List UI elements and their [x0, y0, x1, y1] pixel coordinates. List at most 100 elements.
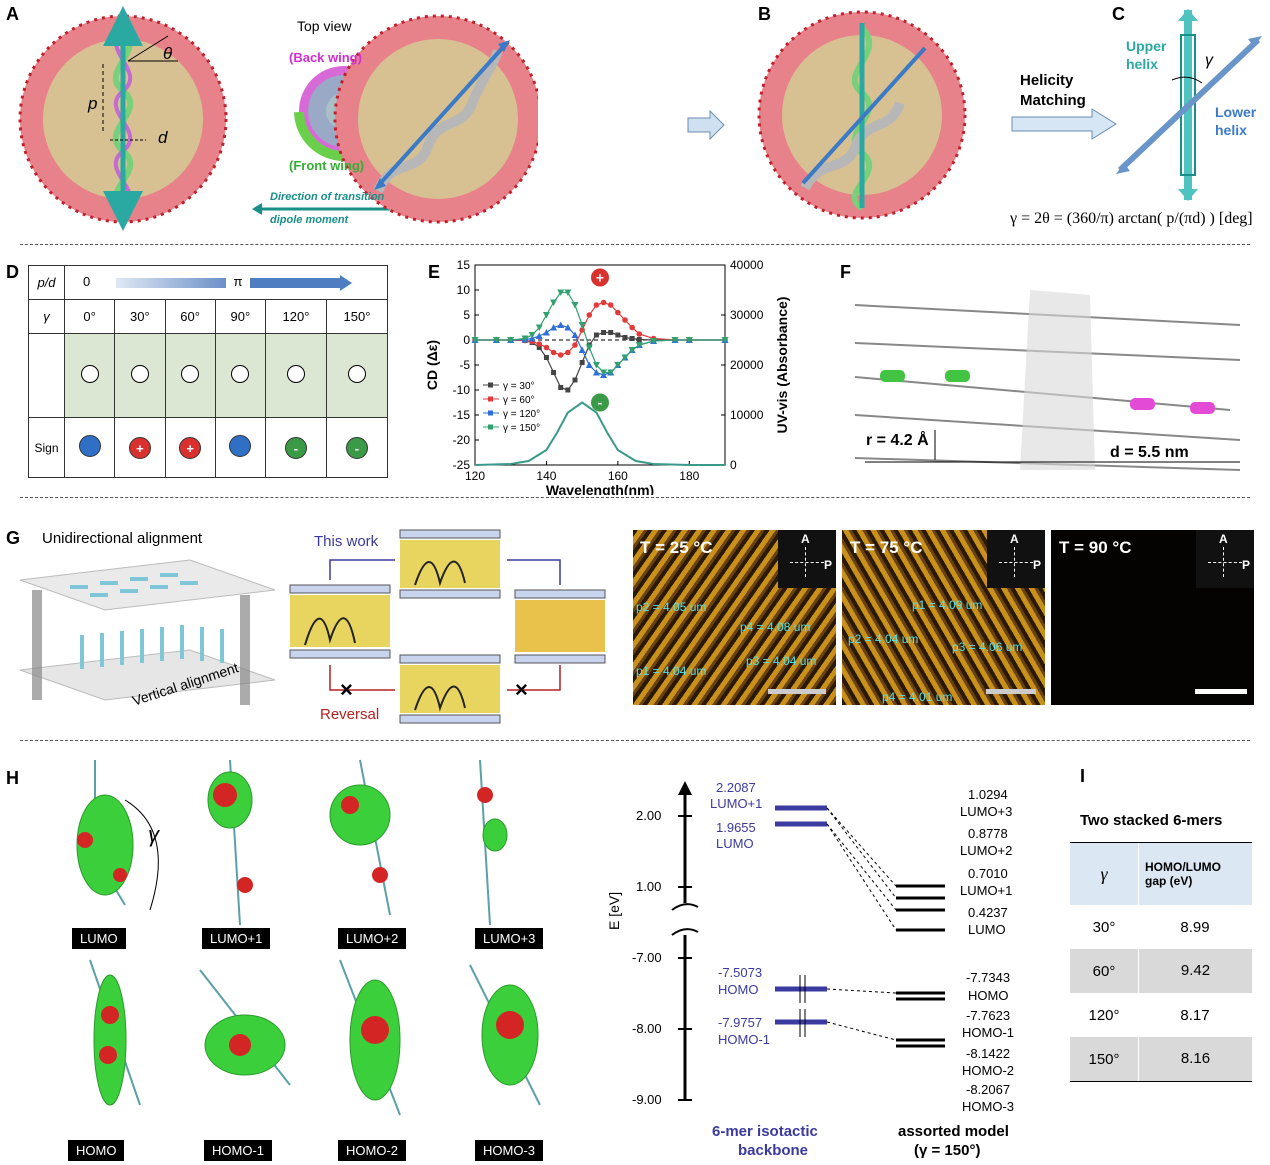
data-point — [607, 369, 615, 376]
data-point — [721, 337, 729, 344]
dipole-row — [28, 333, 389, 418]
data-point — [601, 330, 607, 335]
y-tick-label: 5 — [463, 308, 470, 322]
table-i: γ HOMO/LUMO gap (eV) 30° 8.99 60° 9.42 1… — [1070, 842, 1252, 1082]
pd-arrow — [115, 277, 226, 288]
polarizer-label: P — [1242, 558, 1251, 572]
right-level-label: LUMO+2 — [960, 843, 1013, 858]
data-point — [593, 332, 599, 338]
pitch-label: p3 = 4.04 um — [746, 654, 817, 668]
legend-label: γ = 120° — [503, 409, 540, 420]
divider-1 — [20, 244, 1250, 245]
x-tick-label: 120 — [465, 469, 485, 483]
formula: γ = 2θ = (360/π) arctan( p/(πd) ) [deg] — [1010, 210, 1253, 227]
data-point — [572, 377, 578, 383]
data-point — [557, 352, 564, 358]
angles-row: γ 0° 30° 60° 90° 120° 150° — [28, 299, 389, 334]
table-cell-gap: 9.42 — [1138, 949, 1252, 993]
alignment-flow: × × — [289, 529, 606, 724]
scale-bar — [1195, 689, 1247, 694]
data-point — [564, 289, 572, 296]
energy-tick: -8.00 — [632, 1021, 662, 1036]
right-caption-2: (γ = 150°) — [914, 1142, 981, 1159]
panel-c-helices — [1116, 9, 1262, 201]
angle-cell: 30° — [114, 299, 166, 334]
data-point — [471, 337, 479, 344]
minus-badge — [591, 393, 609, 412]
right-level-label: LUMO+3 — [960, 804, 1013, 819]
y2-tick-label: 20000 — [730, 358, 764, 372]
data-point — [557, 321, 565, 328]
d-label: d — [158, 128, 168, 147]
table-cell-gamma: 120° — [1088, 1006, 1120, 1024]
plus-badge-text: + — [596, 270, 604, 286]
scale-bar — [768, 689, 826, 694]
pom-temp-75: T = 75 °C — [850, 538, 923, 557]
panel-a-graphic — [18, 6, 538, 231]
table-cell-gap: 8.17 — [1180, 1006, 1210, 1024]
table-cell-gamma: 30° — [1092, 918, 1116, 936]
y-tick-label: -25 — [453, 458, 471, 472]
data-point — [542, 312, 550, 319]
left-level-label: -7.9757 — [718, 1015, 763, 1030]
right-level-label: -7.7343 — [966, 970, 1011, 985]
angle-cell: 90° — [214, 299, 267, 334]
table-row: 60° 9.42 — [1070, 949, 1252, 993]
data-point — [492, 337, 500, 344]
right-level-label: LUMO+1 — [960, 883, 1013, 898]
data-point — [572, 342, 578, 348]
transition-label-1: Direction of transition — [270, 191, 385, 203]
right-level-label: LUMO — [968, 922, 1006, 937]
legend-marker — [488, 396, 493, 402]
data-point — [557, 289, 565, 296]
gamma-c-label: γ — [1205, 52, 1213, 69]
polarizer-inset: A P — [1196, 530, 1254, 588]
sphere-middle — [333, 14, 538, 224]
table-i-title: Two stacked 6-mers — [1080, 812, 1223, 829]
pitch-label: p4 = 4.08 um — [740, 620, 811, 634]
table-cell-gap: 8.99 — [1180, 918, 1210, 936]
polarizer-label: P — [1033, 558, 1042, 572]
lower-helix-label-2: helix — [1215, 122, 1247, 138]
legend-marker — [488, 382, 493, 388]
panel-b-sphere — [757, 10, 967, 220]
pitch-label: p1 = 4.04 um — [636, 664, 707, 678]
reversal-label: Reversal — [320, 706, 380, 723]
data-point — [621, 354, 629, 361]
data-point — [585, 361, 593, 368]
left-level-label: LUMO+1 — [710, 796, 763, 811]
orbital-tag: LUMO+2 — [338, 928, 407, 949]
panel-label-c: C — [1112, 4, 1125, 24]
legend-label: γ = 30° — [503, 381, 535, 392]
sign-label: Sign — [28, 417, 65, 478]
upper-helix-label-2: helix — [1126, 56, 1158, 72]
data-point — [628, 347, 636, 354]
y2-tick-label: 40000 — [730, 258, 764, 272]
table-row: 120° 8.17 — [1070, 993, 1252, 1037]
y-tick-label: 0 — [463, 333, 470, 347]
data-point — [565, 349, 571, 356]
analyzer-label: A — [1010, 532, 1019, 546]
legend-label: γ = 150° — [503, 423, 540, 434]
plus-badge — [591, 268, 609, 287]
panel-label-b: B — [758, 4, 771, 24]
data-point — [536, 341, 543, 347]
back-wing-label: (Back wing) — [289, 50, 362, 65]
right-level-label: 0.4237 — [968, 905, 1008, 920]
gamma-h-label: γ — [148, 822, 159, 847]
energy-tick: -7.00 — [632, 950, 662, 965]
gamma-d-label: γ — [43, 309, 50, 324]
sign-badge: - — [345, 436, 368, 459]
y2-axis-label: UV-vis (Absorbance) — [774, 297, 790, 434]
table-row: 30° 8.99 — [1070, 905, 1252, 949]
transition-label-2: dipole moment — [270, 214, 349, 226]
y-tick-label: 10 — [457, 283, 471, 297]
x-tick-label: 140 — [536, 469, 556, 483]
table-cell-gamma: 60° — [1092, 962, 1116, 980]
pom-temp-90: T = 90 °C — [1059, 538, 1132, 557]
sign-badge: + — [179, 436, 202, 459]
data-point — [558, 385, 564, 390]
upper-helix-label-1: Upper — [1126, 38, 1167, 54]
orbital-tag: HOMO-1 — [204, 1140, 272, 1161]
right-level-label: 0.7010 — [968, 866, 1008, 881]
